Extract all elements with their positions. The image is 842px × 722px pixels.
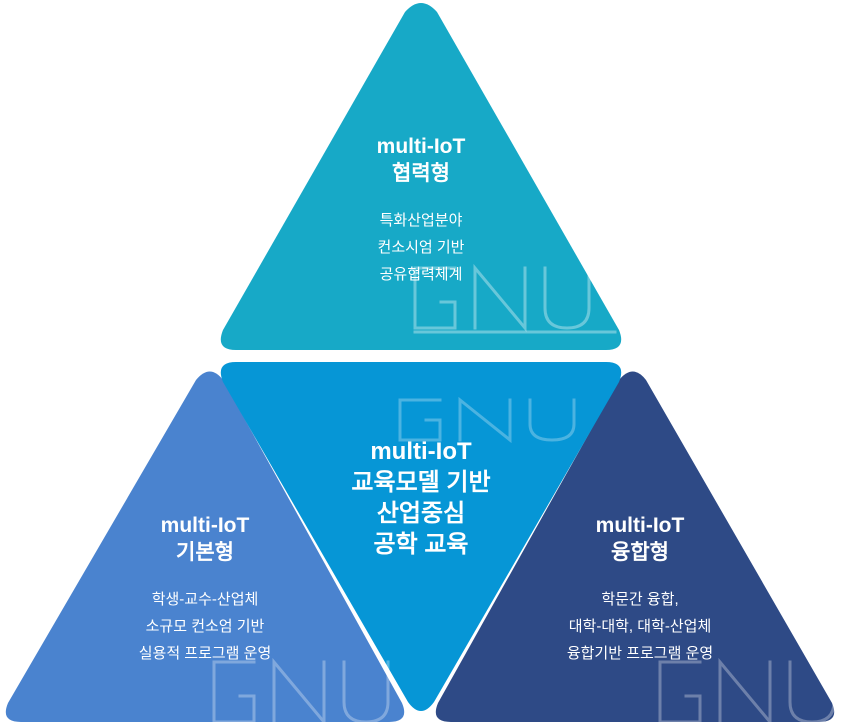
right-desc-line: 대학-대학, 대학-산업체	[568, 618, 712, 635]
right-title: multi-IoT 융합형	[530, 512, 750, 566]
right-desc-line: 학문간 융합,	[601, 591, 679, 608]
top-desc-line: 공유협력체계	[379, 266, 463, 283]
left-description: 학생-교수-산업체 소규모 컨소엄 기반 실용적 프로그램 운영	[100, 586, 310, 667]
center-triangle	[220, 362, 622, 711]
left-title-line: multi-IoT	[160, 514, 250, 537]
top-title-line: multi-IoT	[376, 135, 466, 158]
left-desc-line: 소규모 컨소엄 기반	[145, 618, 265, 635]
top-title-line: 협력형	[392, 162, 450, 185]
right-title-line: multi-IoT	[595, 514, 685, 537]
center-title-line: 교육모델 기반	[351, 469, 491, 496]
top-triangle	[220, 3, 622, 350]
right-triangle	[435, 371, 835, 722]
watermark-logo-center	[398, 396, 576, 444]
left-block: multi-IoT 기본형 학생-교수-산업체 소규모 컨소엄 기반 실용적 프…	[100, 512, 310, 667]
center-title-line: multi-IoT	[370, 438, 472, 465]
center-block: multi-IoT 교육모델 기반 산업중심 공학 교육	[311, 436, 531, 560]
top-description: 특화산업분야 컨소시엄 기반 공유협력체계	[321, 207, 521, 288]
watermark-logo-left	[212, 657, 390, 722]
top-desc-line: 특화산업분야	[379, 212, 463, 229]
right-description: 학문간 융합, 대학-대학, 대학-산업체 융합기반 프로그램 운영	[530, 586, 750, 667]
watermark-logo-right	[658, 657, 836, 722]
center-title-line: 산업중심	[376, 500, 466, 527]
top-title: multi-IoT 협력형	[321, 133, 521, 187]
watermark-logo-top	[413, 263, 617, 334]
left-desc-line: 학생-교수-산업체	[151, 591, 259, 608]
top-block: multi-IoT 협력형 특화산업분야 컨소시엄 기반 공유협력체계	[321, 133, 521, 288]
left-title: multi-IoT 기본형	[100, 512, 310, 566]
left-title-line: 기본형	[176, 541, 234, 564]
center-title-line: 공학 교육	[373, 531, 469, 558]
center-title: multi-IoT 교육모델 기반 산업중심 공학 교육	[311, 436, 531, 560]
top-desc-line: 컨소시엄 기반	[377, 239, 465, 256]
right-title-line: 융합형	[611, 541, 669, 564]
right-desc-line: 융합기반 프로그램 운영	[566, 645, 714, 662]
left-triangle	[5, 371, 405, 722]
left-desc-line: 실용적 프로그램 운영	[138, 645, 272, 662]
right-block: multi-IoT 융합형 학문간 융합, 대학-대학, 대학-산업체 융합기반…	[530, 512, 750, 667]
